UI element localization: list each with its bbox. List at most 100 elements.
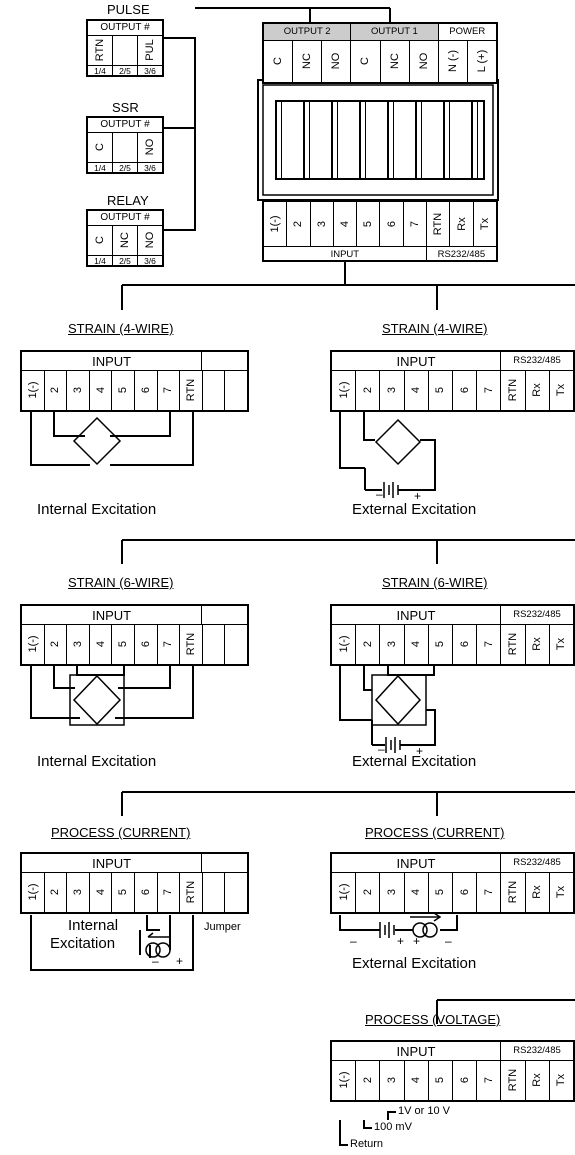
terminal-label: RTN <box>507 632 520 656</box>
strain4-left-caption: Internal Excitation <box>37 501 157 518</box>
rs232-label: RS232/485 <box>513 857 561 868</box>
input-terminal: 6 <box>453 624 478 664</box>
input-terminal <box>203 872 226 912</box>
minus-sign: – <box>376 487 383 501</box>
terminal-label: 2 <box>361 640 374 648</box>
rs232-label: RS232/485 <box>513 609 561 620</box>
terminal-label: 6 <box>139 888 152 896</box>
terminal-label: 3 <box>71 888 84 896</box>
terminal-label: RTN <box>184 632 197 656</box>
terminal-label: 7 <box>482 386 495 394</box>
terminal-label: 1(-) <box>337 635 350 653</box>
ssr-header: OUTPUT # <box>88 119 162 133</box>
input-terminal: 3 <box>67 624 90 664</box>
strain4-right-title: STRAIN (4-WIRE) <box>382 321 488 336</box>
terminal-label: Tx <box>555 1073 568 1087</box>
relay-num: 1/4 <box>88 256 113 267</box>
terminal-label: 1(-) <box>26 381 39 399</box>
terminal-label: 6 <box>458 1076 471 1084</box>
input-terminal: 4 <box>405 1060 429 1100</box>
meter-top-term: NO <box>330 52 343 70</box>
terminal-label: 4 <box>410 888 423 896</box>
terminal-label: 2 <box>361 386 374 394</box>
input-terminal: 3 <box>67 370 90 410</box>
input-terminal: 2 <box>356 872 381 912</box>
current-left-title: PROCESS (CURRENT) <box>51 825 191 840</box>
rs232-label: RS232/485 <box>513 1045 561 1056</box>
input-terminal: 5 <box>429 1060 454 1100</box>
input-terminal <box>225 624 247 664</box>
ssr-term: NO <box>144 138 156 156</box>
input-terminal: Tx <box>550 1060 573 1100</box>
input-terminal: 5 <box>112 624 135 664</box>
strain6-right-caption: External Excitation <box>352 753 477 770</box>
ssr-num: 1/4 <box>88 163 113 174</box>
terminal-label: 3 <box>386 888 398 896</box>
input-terminal: 4 <box>90 370 113 410</box>
terminal-label: Rx <box>531 885 544 899</box>
terminal-label: 3 <box>386 640 398 648</box>
terminal-label: 1(-) <box>26 883 39 901</box>
input-terminal: 3 <box>380 872 405 912</box>
terminal-label: RTN <box>507 1068 520 1092</box>
input-terminal: 4 <box>90 624 113 664</box>
meter-top-term: NC <box>388 53 401 69</box>
terminal-label: 7 <box>162 386 175 394</box>
relay-term: NC <box>119 232 131 248</box>
input-terminal: 2 <box>356 624 381 664</box>
minus-sign: – <box>152 954 159 968</box>
terminal-label: 3 <box>386 1076 398 1084</box>
strain6-right-title: STRAIN (6-WIRE) <box>382 575 488 590</box>
relay-num: 2/5 <box>113 256 138 267</box>
meter-top-connector: OUTPUT 2 OUTPUT 1 POWER C NC NO C NC NO … <box>262 22 498 84</box>
terminal-label: 7 <box>482 640 495 648</box>
input-terminal: RTN <box>180 872 203 912</box>
relay-header: OUTPUT # <box>88 212 162 226</box>
terminal-label: Tx <box>555 383 568 397</box>
meter-top-term: L (+) <box>475 49 488 73</box>
input-terminal: 5 <box>429 872 454 912</box>
input-terminal: 3 <box>67 872 90 912</box>
pulse-num: 2/5 <box>113 66 138 77</box>
input-terminal: 7 <box>477 624 502 664</box>
input-terminal: RTN <box>501 872 526 912</box>
strain6-left-caption: Internal Excitation <box>37 753 157 770</box>
input-label: INPUT <box>22 352 203 370</box>
current-right-title: PROCESS (CURRENT) <box>365 825 505 840</box>
plus-sign: + <box>397 934 405 948</box>
plus-sign: + <box>416 744 424 758</box>
pulse-header: OUTPUT # <box>88 22 162 36</box>
terminal-label: 1(-) <box>337 381 350 399</box>
input-terminal: 4 <box>90 872 113 912</box>
input-terminal: Rx <box>526 624 550 664</box>
meter-top-term: NO <box>417 52 430 70</box>
input-terminal: 6 <box>453 1060 478 1100</box>
input-terminal: RTN <box>501 1060 526 1100</box>
current-right-caption: External Excitation <box>352 955 477 972</box>
meter-top-term: N (-) <box>446 50 459 72</box>
output1-label: OUTPUT 1 <box>351 24 439 40</box>
input-terminal: RTN <box>180 370 203 410</box>
input-terminal: 7 <box>477 872 502 912</box>
input-terminal <box>203 370 226 410</box>
relay-title: RELAY <box>107 193 149 208</box>
terminal-label: RTN <box>184 378 197 402</box>
terminal-label: 6 <box>458 386 471 394</box>
terminal-label: 2 <box>361 888 374 896</box>
input-terminal: 6 <box>135 370 158 410</box>
voltage-label-2: 100 mV <box>374 1121 412 1133</box>
meter-bottom-term: 1(-) <box>269 215 282 233</box>
terminal-label: RTN <box>507 880 520 904</box>
terminal-block-graphic <box>275 100 485 180</box>
terminal-label: 2 <box>49 386 62 394</box>
input-terminal: 1(-) <box>332 624 357 664</box>
terminal-label: Rx <box>531 1073 544 1087</box>
terminal-label: 5 <box>434 386 447 394</box>
input-terminal: 3 <box>380 624 405 664</box>
plus-sign: + <box>414 489 422 503</box>
terminal-label: 1(-) <box>337 883 350 901</box>
